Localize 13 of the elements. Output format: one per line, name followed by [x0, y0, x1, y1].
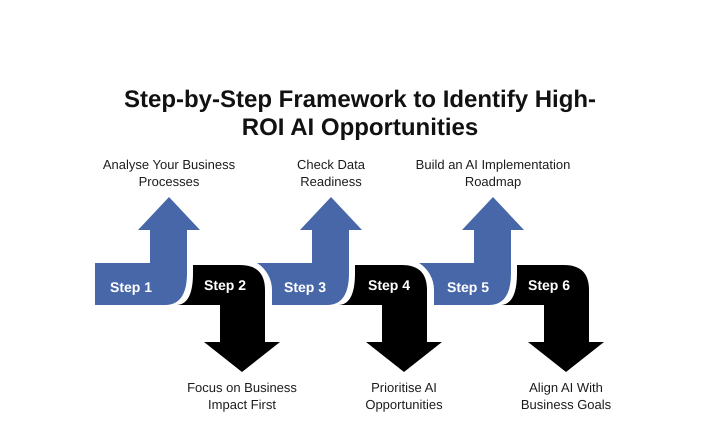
step-caption: Analyse Your Business Processes	[102, 156, 236, 190]
step-caption: Focus on Business Impact First	[186, 379, 298, 413]
step-caption: Check Data Readiness	[296, 156, 366, 190]
step-caption: Prioritise AI Opportunities	[364, 379, 444, 413]
step-caption: Align AI With Business Goals	[520, 379, 612, 413]
step-label: Step 6	[528, 277, 570, 293]
step-label: Step 3	[284, 279, 326, 295]
diagram-title: Step-by-Step Framework to Identify High-ROI AI Opportunities	[122, 86, 598, 142]
step-label: Step 2	[204, 277, 246, 293]
step-label: Step 5	[446, 279, 489, 295]
step-label: Step 4	[368, 277, 410, 293]
step-caption: Build an AI Implementation Roadmap	[414, 156, 572, 190]
step-label: Step 1	[110, 279, 152, 295]
